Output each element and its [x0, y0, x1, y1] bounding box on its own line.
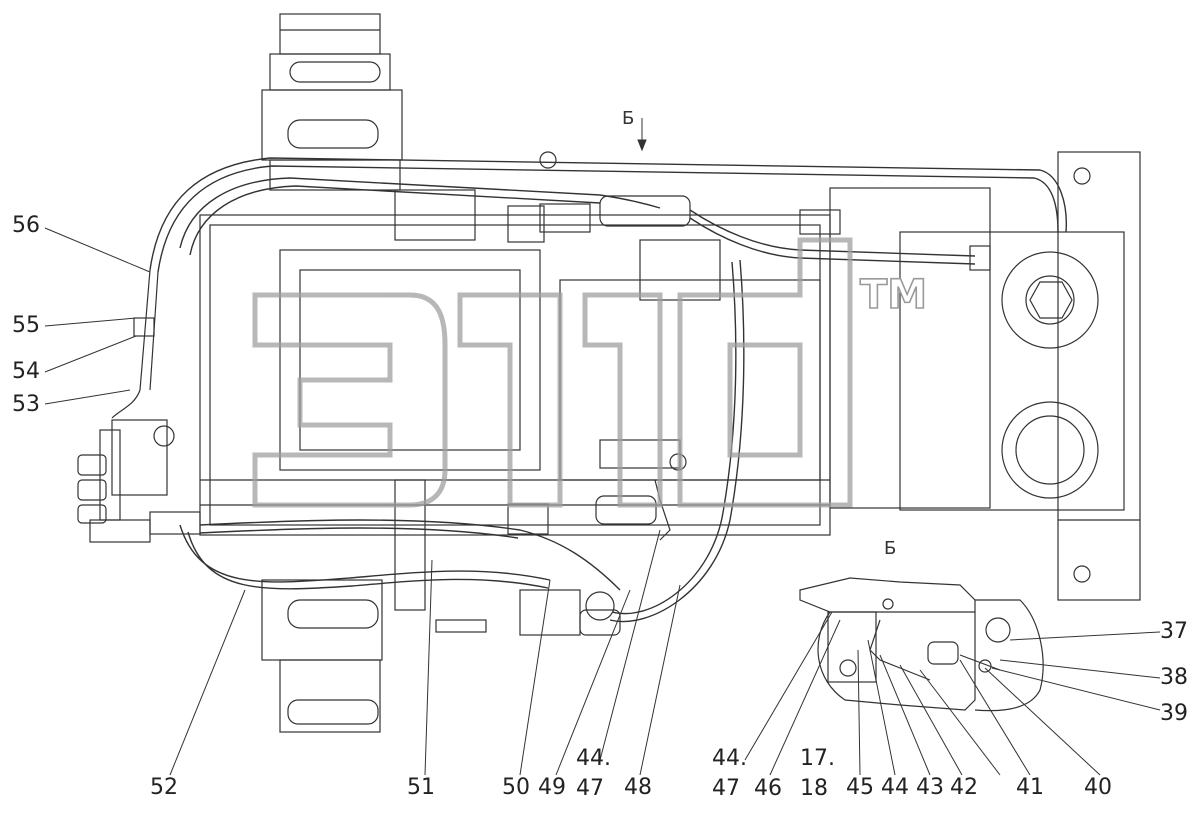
main-housing: [199, 189, 831, 611]
callout-42: 42: [950, 775, 978, 800]
frame-rail: [261, 13, 403, 733]
callout-54: 54: [12, 359, 40, 384]
callout-18: 18: [800, 776, 828, 801]
callout-55: 55: [12, 313, 40, 338]
callout-45: 45: [846, 775, 874, 800]
right-block: [829, 151, 1141, 601]
callout-44b: 44.: [712, 746, 747, 771]
callout-43: 43: [916, 775, 944, 800]
upper-actuator: [507, 151, 991, 301]
leader-lines: [44, 118, 1161, 776]
callout-52: 52: [150, 775, 178, 800]
callout-44-47-b: 44. 47: [712, 748, 747, 800]
callout-51: 51: [407, 775, 435, 800]
top-pipes: [149, 157, 1067, 623]
callout-48: 48: [624, 775, 652, 800]
callout-17-18: 17. 18: [800, 748, 835, 800]
detail-view-b: [799, 577, 1044, 712]
callout-37: 37: [1160, 619, 1188, 644]
callout-50: 50: [502, 775, 530, 800]
left-valve-block: [77, 269, 201, 543]
callout-40: 40: [1084, 775, 1112, 800]
watermark-logo: [252, 237, 853, 508]
callout-56: 56: [12, 213, 40, 238]
callout-38: 38: [1160, 665, 1188, 690]
callout-39: 39: [1160, 701, 1188, 726]
bottom-pipes: [179, 519, 621, 591]
callout-41: 41: [1016, 775, 1044, 800]
callout-44c: 44: [881, 775, 909, 800]
callout-44a: 44.: [576, 746, 611, 771]
callout-47b: 47: [712, 776, 740, 801]
callout-53: 53: [12, 392, 40, 417]
callout-44-47-a: 44. 47: [576, 748, 611, 800]
trademark-symbol: TM: [859, 271, 928, 319]
view-label-b-detail: Б: [884, 538, 897, 559]
callout-49: 49: [538, 775, 566, 800]
callout-47a: 47: [576, 776, 604, 801]
callout-17: 17.: [800, 746, 835, 771]
callout-46: 46: [754, 776, 782, 801]
view-label-b-top: Б: [622, 108, 635, 129]
